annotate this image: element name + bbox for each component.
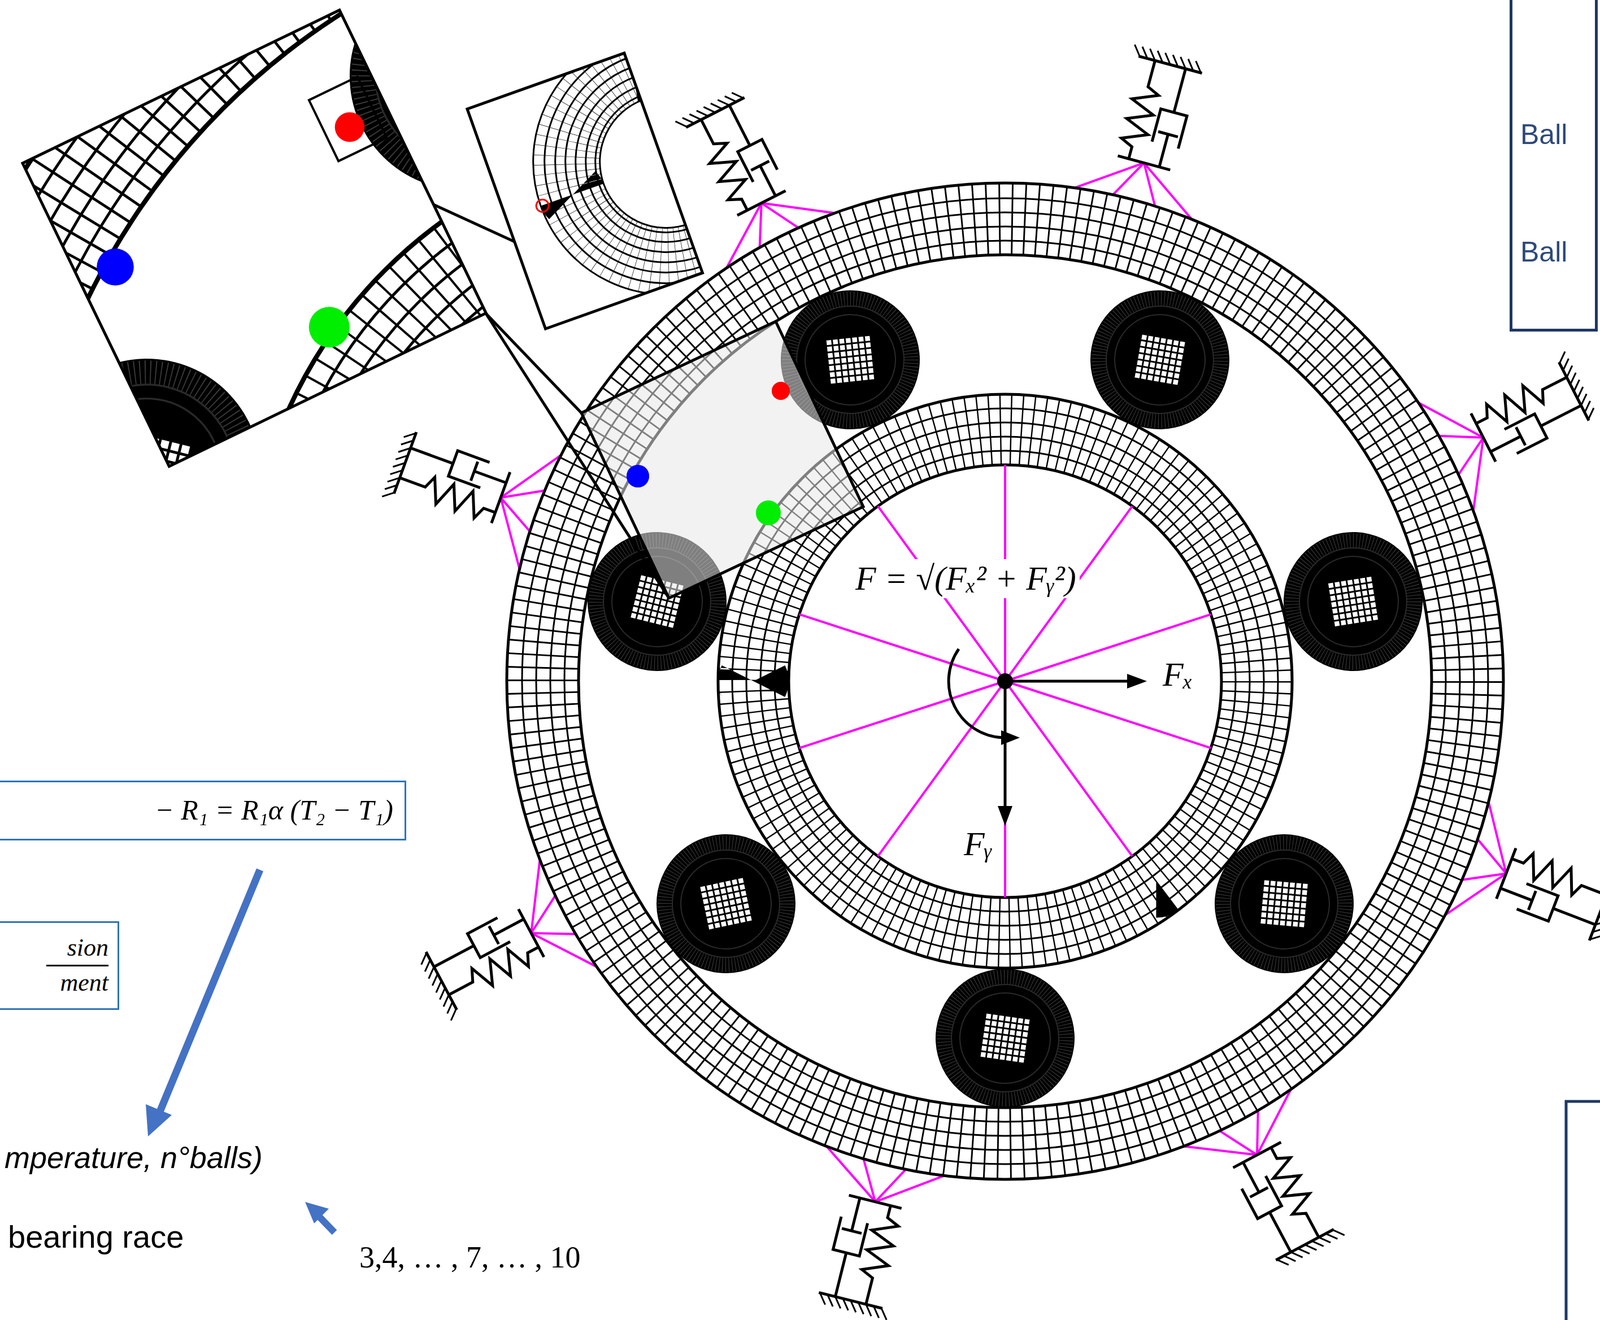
- force-arrows: [948, 649, 1147, 826]
- zoom-region: [581, 321, 864, 599]
- label-holder: Fᵧ: [960, 824, 996, 864]
- equation-text: − R₁ = R₁α (T₂ − T₁): [154, 794, 394, 828]
- label-holder: 3,4, … , 7, … , 10: [359, 1240, 581, 1276]
- load-spokes: [799, 464, 1212, 898]
- legend-text: Ball: [1520, 236, 1595, 269]
- part-name: bearing race: [7, 1219, 184, 1256]
- legend-panel: BallBall: [1509, 0, 1598, 332]
- force-formula: F = √(Fₓ² + Fᵧ²): [851, 559, 1080, 599]
- fraction-bar: [46, 964, 109, 967]
- legend-text: Ball: [1520, 118, 1595, 152]
- fraction-box: sion ment: [0, 921, 120, 1011]
- force-label: Fᵧ: [960, 824, 996, 864]
- bearing-mesh: [506, 183, 1504, 1180]
- equation-box: − R₁ = R₁α (T₂ − T₁): [0, 780, 407, 841]
- equation-text: sion: [67, 933, 109, 963]
- parameter-text: mperature, n°balls): [4, 1140, 263, 1176]
- label-holder: F = √(Fₓ² + Fᵧ²): [851, 559, 1080, 599]
- label-holder: Fₓ: [1159, 655, 1197, 695]
- detail-inset: [461, 0, 836, 344]
- label-holder: bearing race: [7, 1219, 184, 1256]
- equation-text: ment: [59, 968, 109, 998]
- force-label: Fₓ: [1159, 655, 1197, 695]
- flow-arrow: [145, 870, 335, 1233]
- label-holder: mperature, n°balls): [4, 1140, 263, 1176]
- panel-box: [1566, 1101, 1600, 1320]
- value-range: 3,4, … , 7, … , 10: [359, 1240, 581, 1276]
